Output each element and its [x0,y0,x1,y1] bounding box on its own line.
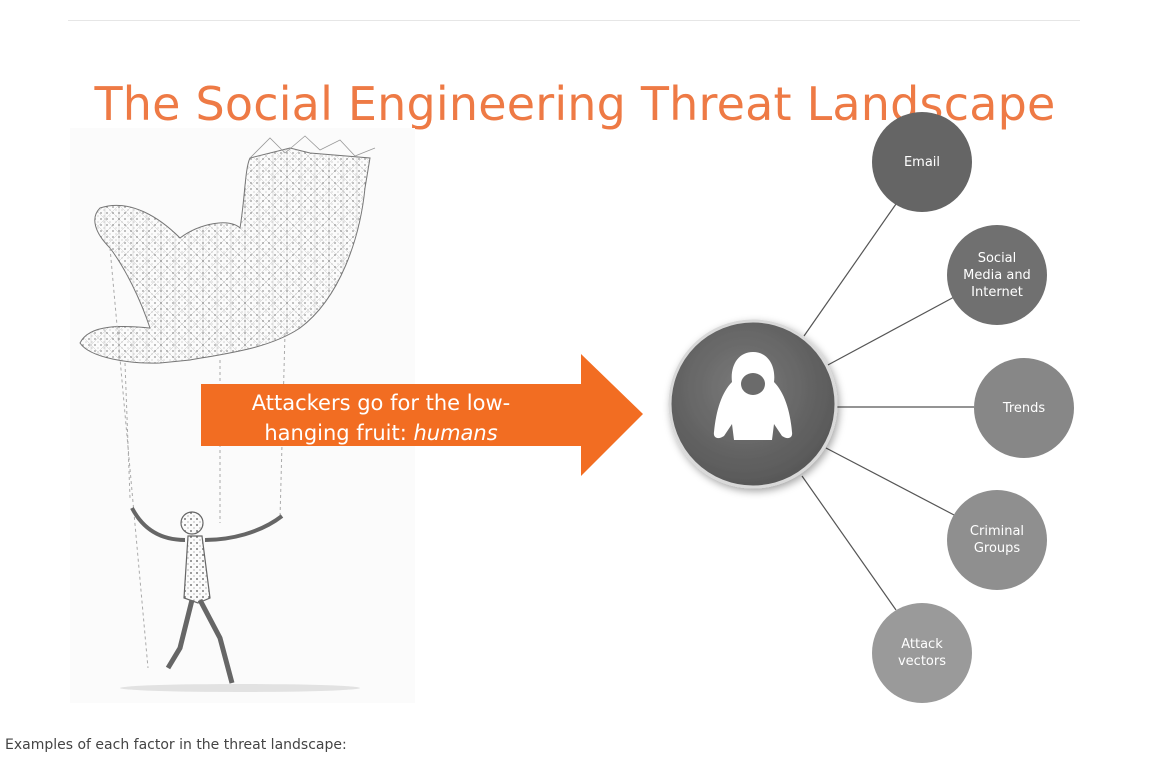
node-social-media-label: Social Media and Internet [963,250,1031,300]
connector-social [825,295,957,367]
caption-text: Examples of each factor in the threat la… [5,737,347,753]
callout-arrow [201,354,643,476]
puppet-figure-wireframe [130,507,284,684]
node-trends: Trends [974,358,1074,458]
node-trends-label: Trends [1002,400,1046,416]
node-email: Email [872,112,972,212]
node-criminal-groups-label: Criminal Groups [969,524,1025,556]
hooded-hacker-icon [713,352,793,440]
page-title: The Social Engineering Threat Landscape [94,76,1056,131]
node-email-label: Email [903,154,941,170]
connector-criminal [825,447,957,517]
node-criminal-groups: Criminal Groups [947,490,1047,590]
connector-email [803,203,897,337]
node-attack-vectors: Attack vectors [872,603,972,703]
hand-wireframe [79,135,376,364]
arrow-label-plain: Attackers go for the low-hanging fruit: [251,391,511,445]
top-divider [68,20,1080,21]
connector-attack [801,475,897,611]
arrow-label: Attackers go for the low-hanging fruit: … [212,388,550,448]
hub-circle [668,319,838,489]
node-attack-vectors-label: Attack vectors [897,637,946,669]
arrow-label-emphasis: humans [413,421,498,445]
node-social-media: Social Media and Internet [947,225,1047,325]
arrow-shape [201,354,643,476]
